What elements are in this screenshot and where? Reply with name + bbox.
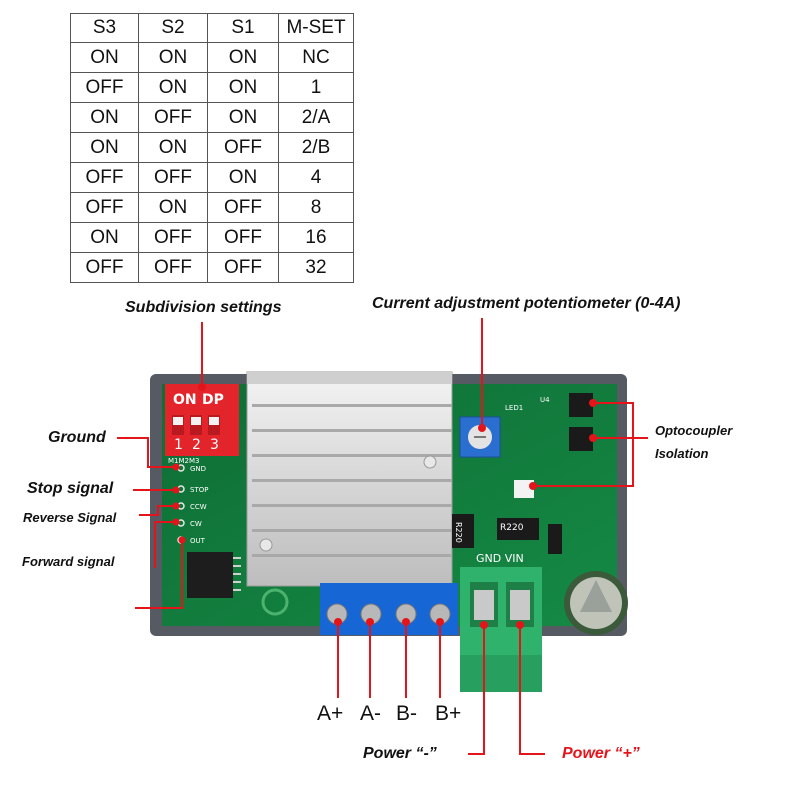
heatsink xyxy=(246,371,453,587)
pin-out-label: OUT xyxy=(190,537,205,545)
table-cell: ON xyxy=(138,132,208,163)
pin-cw-label: CW xyxy=(190,520,202,528)
current-pot-label: Current adjustment potentiometer (0-4A) xyxy=(372,295,681,312)
header-s2: S2 xyxy=(138,13,208,43)
table-cell: 16 xyxy=(278,222,354,253)
dip-dp-label: DP xyxy=(202,392,224,408)
smd-component xyxy=(514,480,534,498)
dip-switch xyxy=(165,384,239,456)
ground-label: Ground xyxy=(48,429,106,446)
subdivision-settings-label: Subdivision settings xyxy=(125,299,282,316)
table-cell: OFF xyxy=(138,252,208,283)
optocoupler-1 xyxy=(569,393,593,417)
terminal-a-minus-label: A- xyxy=(360,702,381,725)
potentiometer xyxy=(459,416,501,458)
table-cell: 8 xyxy=(278,192,354,223)
logo-mark xyxy=(261,588,289,616)
dip-number-3: 3 xyxy=(210,437,219,453)
header-mset: M-SET xyxy=(278,13,354,43)
table-cell: OFF xyxy=(207,132,279,163)
pin-stop-label: STOP xyxy=(190,486,209,494)
resistor-horizontal xyxy=(497,518,539,540)
terminal-b-minus-label: B- xyxy=(396,702,417,725)
terminal-b-plus-label: B+ xyxy=(435,702,462,725)
diode xyxy=(548,524,562,554)
annotation-leaders xyxy=(117,318,648,755)
resistor-label-vertical: R220 xyxy=(454,522,463,543)
pin-gnd-label: GND xyxy=(190,465,207,473)
table-cell: 1 xyxy=(278,72,354,103)
dip-number-2: 2 xyxy=(192,437,201,453)
table-cell: OFF xyxy=(207,252,279,283)
table-cell: OFF xyxy=(70,252,139,283)
reverse-signal-label: Reverse Signal xyxy=(23,510,117,525)
table-cell: 32 xyxy=(278,252,354,283)
dip-number-1: 1 xyxy=(174,437,183,453)
pin-ccw-label: CCW xyxy=(190,503,207,511)
table-cell: ON xyxy=(207,42,279,73)
table-cell: OFF xyxy=(70,72,139,103)
capacitor xyxy=(564,571,628,635)
table-cell: ON xyxy=(207,72,279,103)
dip-mode-label: M1M2M3 xyxy=(168,457,200,465)
table-cell: OFF xyxy=(138,102,208,133)
table-cell: ON xyxy=(138,72,208,103)
motor-terminal-block xyxy=(320,583,458,635)
header-s3: S3 xyxy=(70,13,139,43)
table-cell: OFF xyxy=(138,162,208,193)
driver-ic xyxy=(187,552,241,598)
stop-signal-label: Stop signal xyxy=(27,480,114,497)
table-cell: NC xyxy=(278,42,354,73)
table-cell: OFF xyxy=(207,192,279,223)
power-plus-label: Power “+” xyxy=(562,745,640,762)
resistor-label: R220 xyxy=(500,523,524,533)
optocoupler-label: Optocoupler xyxy=(655,423,733,438)
forward-signal-label: Forward signal xyxy=(22,554,115,569)
table-cell: OFF xyxy=(207,222,279,253)
power-terminal-block xyxy=(460,567,542,692)
terminal-a-plus-label: A+ xyxy=(317,702,344,725)
optocoupler-2 xyxy=(569,427,593,451)
led-label: LED1 xyxy=(505,404,524,412)
isolation-label: Isolation xyxy=(655,446,709,461)
resistor-vertical xyxy=(452,514,474,548)
table-header-row: S3 S2 S1 M-SET xyxy=(70,13,354,43)
dip-on-label: ON xyxy=(173,392,197,408)
table-cell: ON xyxy=(70,222,139,253)
power-silk-label: GND VIN xyxy=(476,552,524,565)
table-cell: 2/A xyxy=(278,102,354,133)
u4-label: U4 xyxy=(540,396,550,404)
power-minus-label: Power “-” xyxy=(363,745,437,762)
